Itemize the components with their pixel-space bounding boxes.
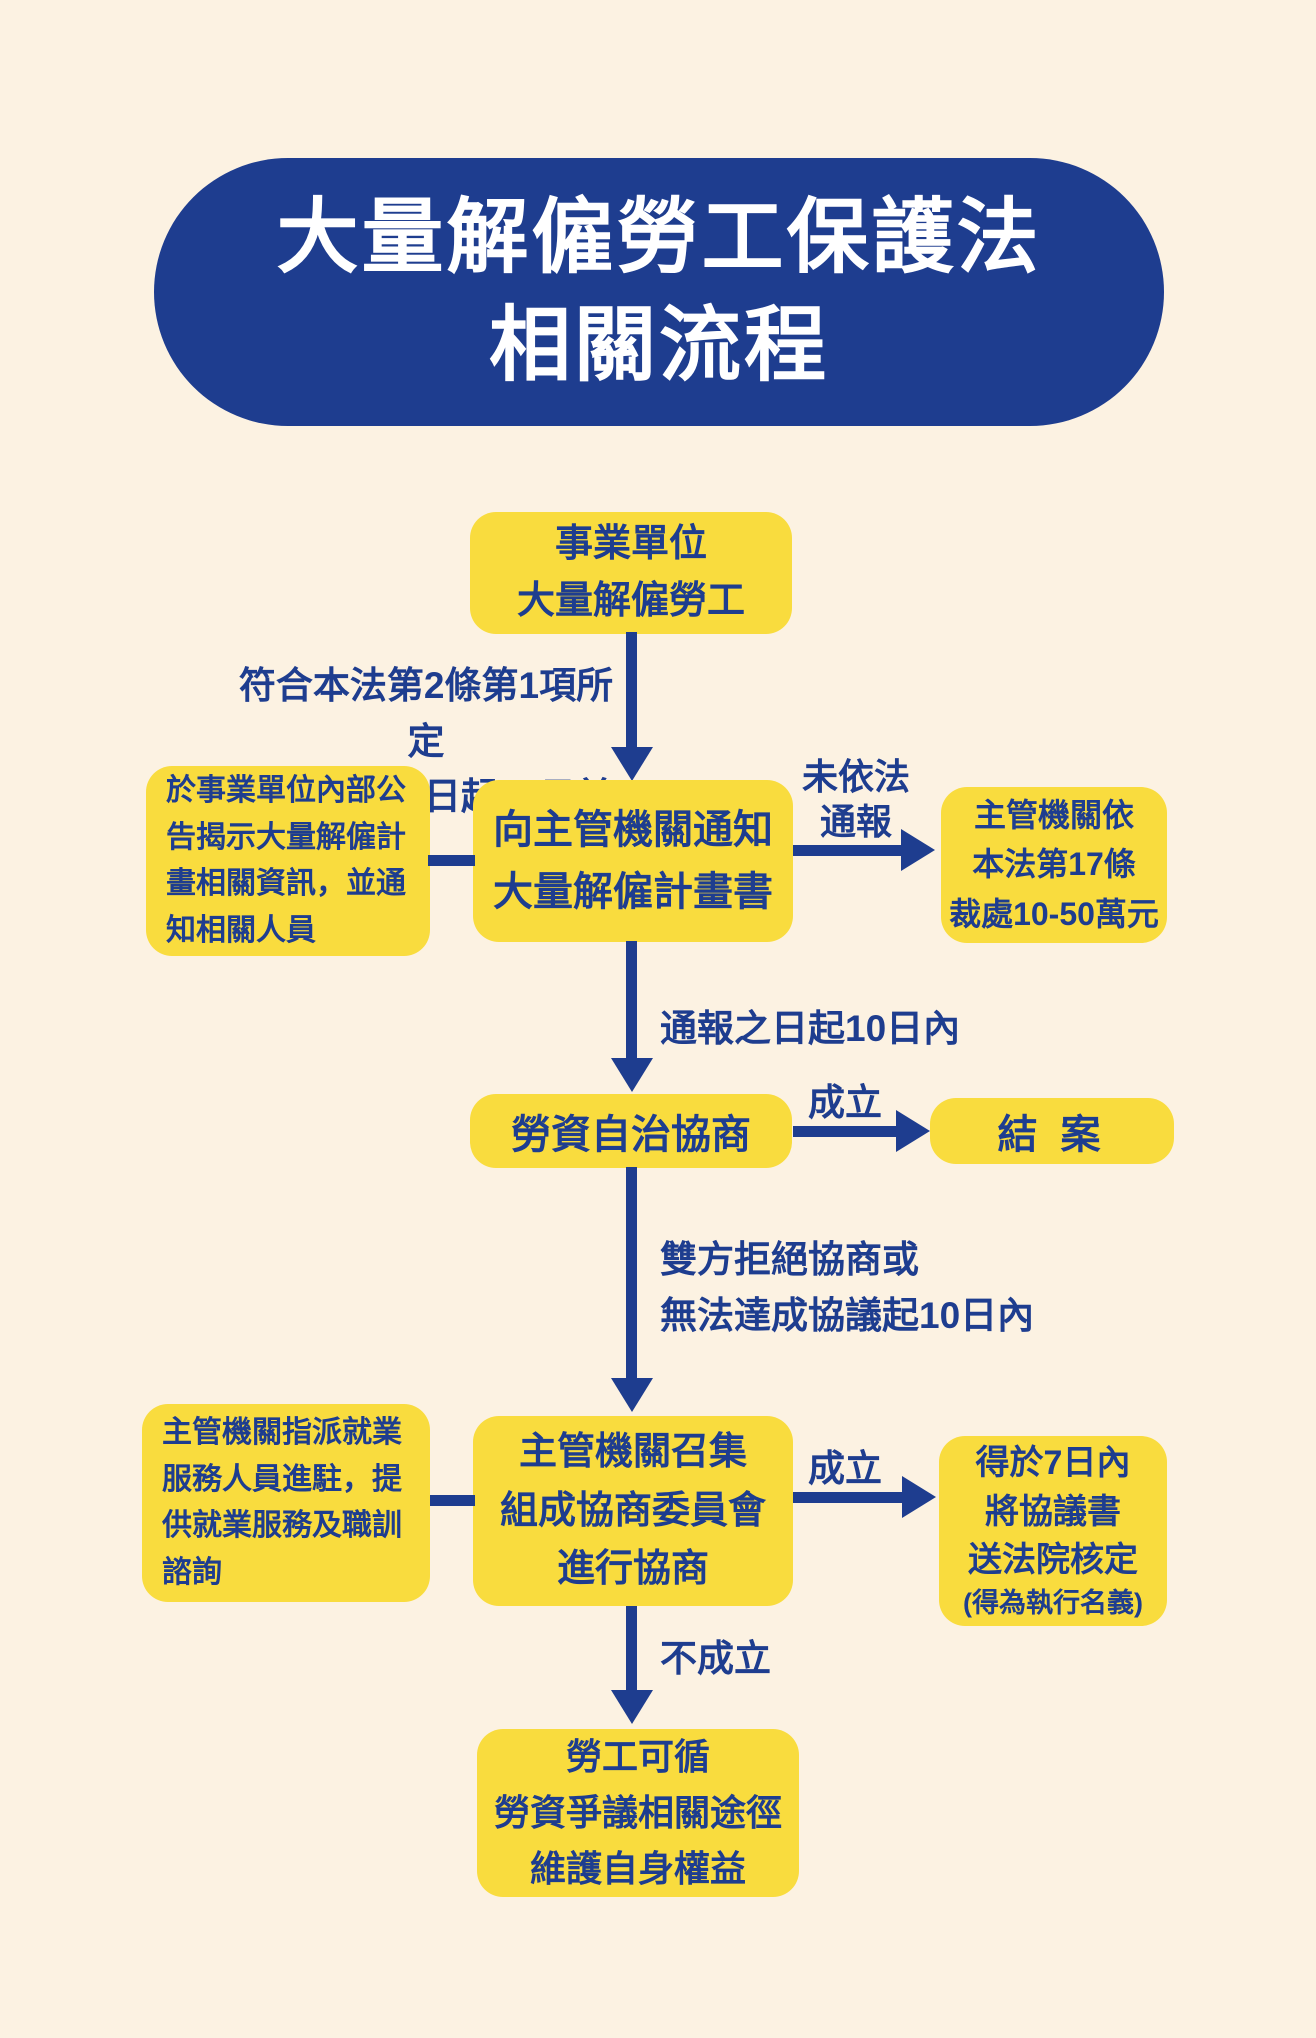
node-notify-line-2: 大量解僱計畫書 bbox=[493, 870, 773, 914]
arrow-notify-to-penalty-head-icon bbox=[901, 829, 935, 871]
node-closed: 結 案 bbox=[930, 1098, 1174, 1164]
label-report-deadline: 通報之日起10日內 bbox=[660, 1008, 961, 1049]
node-final-line-2: 勞資爭議相關途徑 bbox=[493, 1792, 782, 1834]
node-committee-line-2: 組成協商委員會 bbox=[499, 1489, 766, 1532]
arrow-committee-to-court-line bbox=[793, 1492, 903, 1503]
arrow-notify-to-penalty-line bbox=[793, 845, 903, 856]
node-court-line-3: 送法院核定 bbox=[968, 1540, 1138, 1579]
arrow-negotiation-to-committee-head-icon bbox=[611, 1378, 653, 1412]
label-not-reported-line-1: 未依法 bbox=[801, 756, 910, 797]
arrow-committee-to-court-head-icon bbox=[902, 1476, 936, 1518]
label-reached-2: 成立 bbox=[808, 1448, 882, 1489]
node-penalty-line-1: 主管機關依 bbox=[973, 796, 1134, 833]
label-not-reported: 未依法 通報 bbox=[800, 754, 912, 844]
arrow-notify-to-negotiation-head-icon bbox=[611, 1058, 653, 1092]
node-employment-support-line-2: 服務人員進駐，提 bbox=[162, 1462, 402, 1496]
connector-employment-support-line bbox=[430, 1495, 475, 1506]
node-penalty: 主管機關依 本法第17條 裁處10-50萬元 bbox=[941, 787, 1167, 943]
node-employment-support: 主管機關指派就業 服務人員進駐，提 供就業服務及職訓 諮詢 bbox=[142, 1404, 430, 1602]
connector-internal-notice-line bbox=[428, 855, 475, 866]
node-final-line-3: 維護自身權益 bbox=[529, 1847, 746, 1889]
node-start-line-2: 大量解僱勞工 bbox=[516, 580, 745, 622]
node-self-negotiation-line-1: 勞資自治協商 bbox=[511, 1113, 751, 1157]
node-court-line-2: 將協議書 bbox=[985, 1492, 1121, 1531]
label-not-reported-line-2: 通報 bbox=[819, 801, 892, 842]
label-reject-deadline-line-2: 無法達成協議起10日內 bbox=[660, 1294, 1035, 1336]
node-start-line-1: 事業單位 bbox=[554, 523, 707, 565]
arrow-start-to-notify-head-icon bbox=[611, 747, 653, 781]
node-final: 勞工可循 勞資爭議相關途徑 維護自身權益 bbox=[477, 1729, 799, 1897]
arrow-committee-to-final-head-icon bbox=[611, 1690, 653, 1724]
node-court-note: (得為執行名義) bbox=[963, 1588, 1143, 1619]
node-internal-notice-line-2: 告揭示大量解僱計 bbox=[166, 820, 406, 854]
node-employment-support-line-1: 主管機關指派就業 bbox=[162, 1416, 402, 1449]
node-employment-support-line-3: 供就業服務及職訓 bbox=[162, 1509, 402, 1542]
arrow-negotiation-to-committee-line bbox=[626, 1167, 637, 1381]
label-reached-1: 成立 bbox=[808, 1082, 882, 1123]
arrow-start-to-notify-line bbox=[626, 632, 637, 750]
title-line-2: 相關流程 bbox=[488, 300, 829, 391]
node-committee-line-3: 進行協商 bbox=[556, 1548, 709, 1591]
node-penalty-line-3: 裁處10-50萬元 bbox=[949, 895, 1159, 932]
title-banner: 大量解僱勞工保護法 相關流程 bbox=[154, 158, 1164, 426]
arrow-notify-to-negotiation-line bbox=[626, 941, 637, 1063]
arrow-committee-to-final-line bbox=[626, 1606, 637, 1692]
title-line-1: 大量解僱勞工保護法 bbox=[276, 191, 1042, 283]
label-qualify-period-line-1: 符合本法第2條第1項所定 bbox=[238, 665, 614, 762]
node-start: 事業單位 大量解僱勞工 bbox=[470, 512, 792, 634]
arrow-negotiation-to-closed-head-icon bbox=[896, 1110, 930, 1152]
label-not-reached: 不成立 bbox=[660, 1638, 771, 1679]
arrow-negotiation-to-closed-line bbox=[793, 1126, 897, 1137]
node-internal-notice-line-4: 知相關人員 bbox=[166, 913, 316, 947]
node-notify-line-1: 向主管機關通知 bbox=[493, 808, 773, 852]
node-committee-line-1: 主管機關召集 bbox=[518, 1430, 747, 1473]
label-reject-deadline-line-1: 雙方拒絕協商或 bbox=[660, 1239, 919, 1280]
node-self-negotiation: 勞資自治協商 bbox=[470, 1094, 792, 1168]
node-internal-notice-line-3: 畫相關資訊，並通 bbox=[166, 867, 406, 900]
node-internal-notice: 於事業單位內部公 告揭示大量解僱計 畫相關資訊，並通 知相關人員 bbox=[146, 766, 430, 956]
node-penalty-line-2: 本法第17條 bbox=[972, 846, 1136, 883]
node-notify: 向主管機關通知 大量解僱計畫書 bbox=[473, 780, 793, 942]
node-court-line-1: 得於7日內 bbox=[975, 1444, 1131, 1483]
node-internal-notice-line-1: 於事業單位內部公 bbox=[166, 774, 406, 807]
label-reject-deadline: 雙方拒絕協商或 無法達成協議起10日內 bbox=[660, 1232, 1100, 1343]
node-employment-support-line-4: 諮詢 bbox=[162, 1555, 222, 1589]
node-committee: 主管機關召集 組成協商委員會 進行協商 bbox=[473, 1416, 793, 1606]
node-closed-line-1: 結 案 bbox=[997, 1113, 1107, 1157]
node-final-line-1: 勞工可循 bbox=[565, 1736, 710, 1778]
node-court: 得於7日內 將協議書 送法院核定 (得為執行名義) bbox=[939, 1436, 1167, 1626]
